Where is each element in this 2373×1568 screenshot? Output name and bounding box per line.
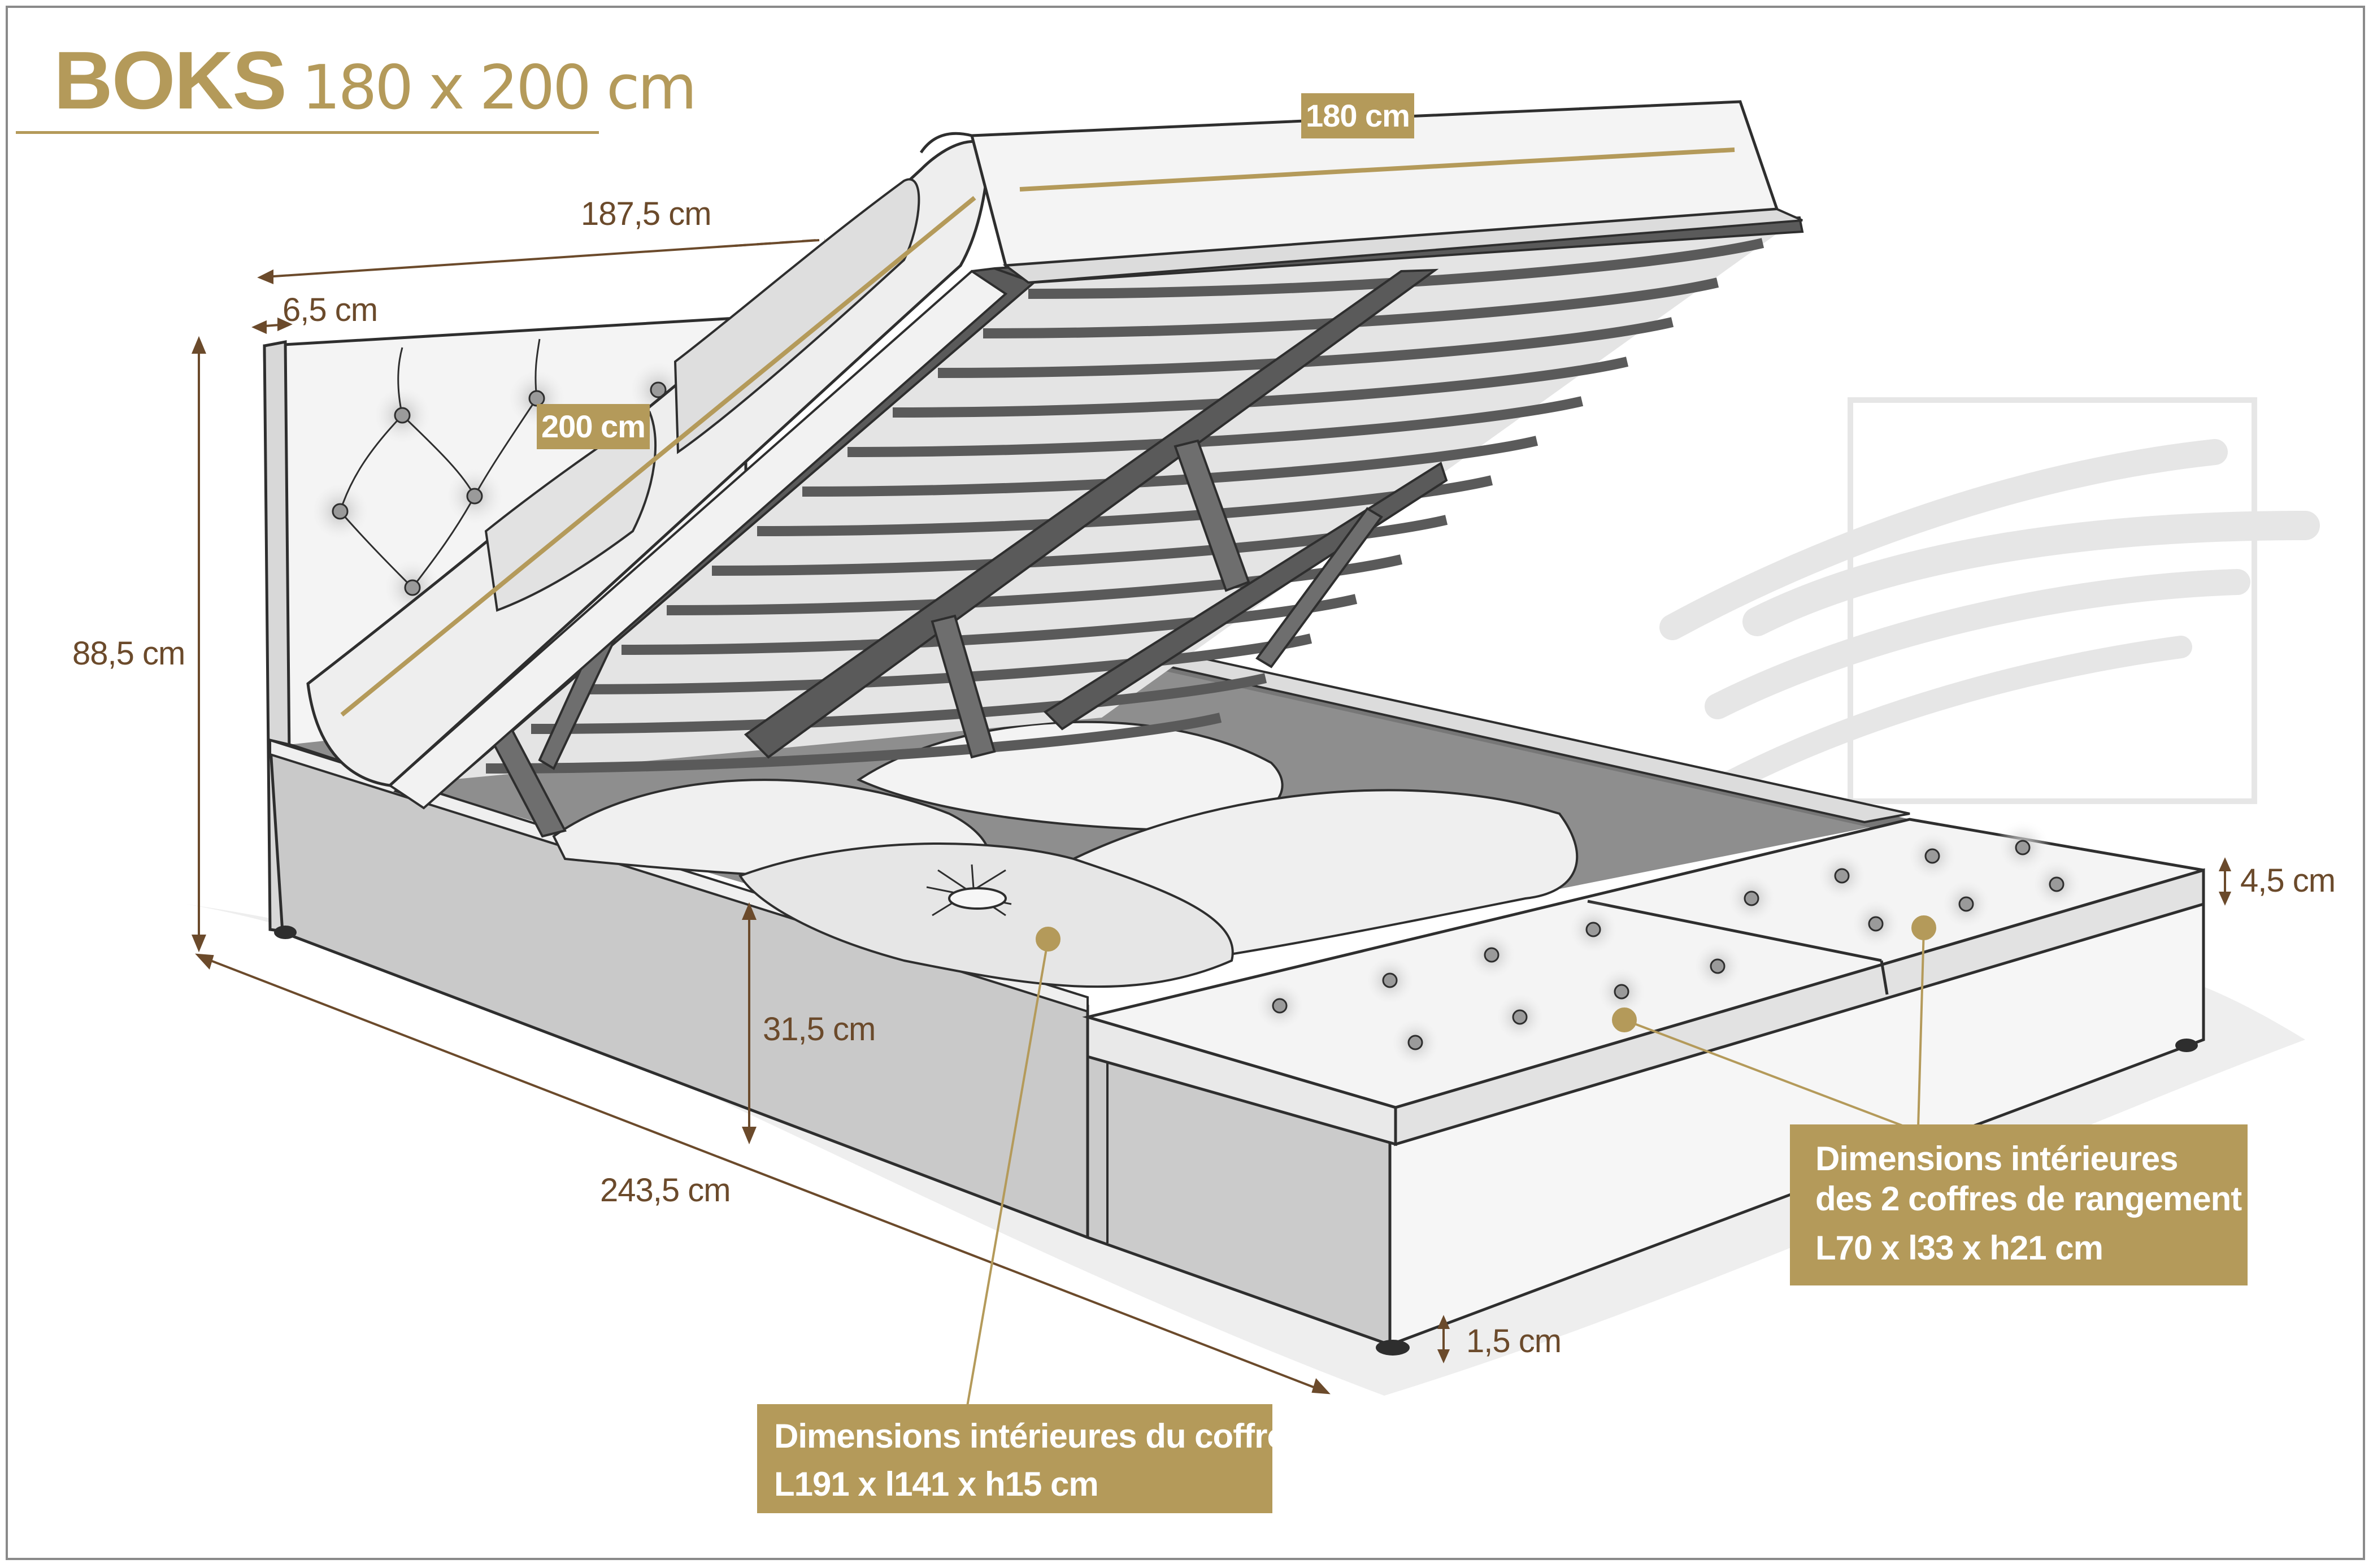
cushion-thickness-label: 4,5 cm [2240,862,2336,899]
storage-cushions [1082,818,2205,1146]
total-width-label: 187,5 cm [581,196,712,232]
total-height-label: 88,5 cm [72,635,185,672]
mattress-width-label: 180 cm [1301,93,1414,138]
side-storage-value: L70 x l33 x h21 cm [1815,1228,2103,1267]
main-storage-note: Dimensions intérieures du coffre : L191 … [757,1404,1306,1513]
leader-lines [965,915,1936,1413]
headboard-thickness-label: 6,5 cm [282,292,378,328]
leg-height-label: 1,5 cm [1466,1323,1562,1359]
side-storage-title-line2: des 2 coffres de rangement : [1815,1179,2262,1218]
outer-frame [6,6,2365,1560]
title-underline [16,131,599,134]
lifted-top [306,100,1804,838]
slats [485,238,1764,774]
dimension-arrows [192,238,2232,1395]
frame-height-label: 31,5 cm [763,1011,876,1048]
main-storage-value: L191 x l141 x h15 cm [774,1465,1099,1503]
ghost-panel [1659,397,2320,804]
total-length-label: 243,5 cm [600,1172,731,1209]
side-storage-title-line1: Dimensions intérieures [1815,1140,2179,1178]
product-name: BOKS [54,34,287,126]
main-storage-title: Dimensions intérieures du coffre : [774,1417,1306,1455]
mattress-length-label: 200 cm [537,404,650,449]
side-storage-note: Dimensions intérieures des 2 coffres de … [1790,1124,2262,1285]
product-size: 180 x 200 cm [301,53,697,123]
cushion-tufts [1251,819,2085,1071]
